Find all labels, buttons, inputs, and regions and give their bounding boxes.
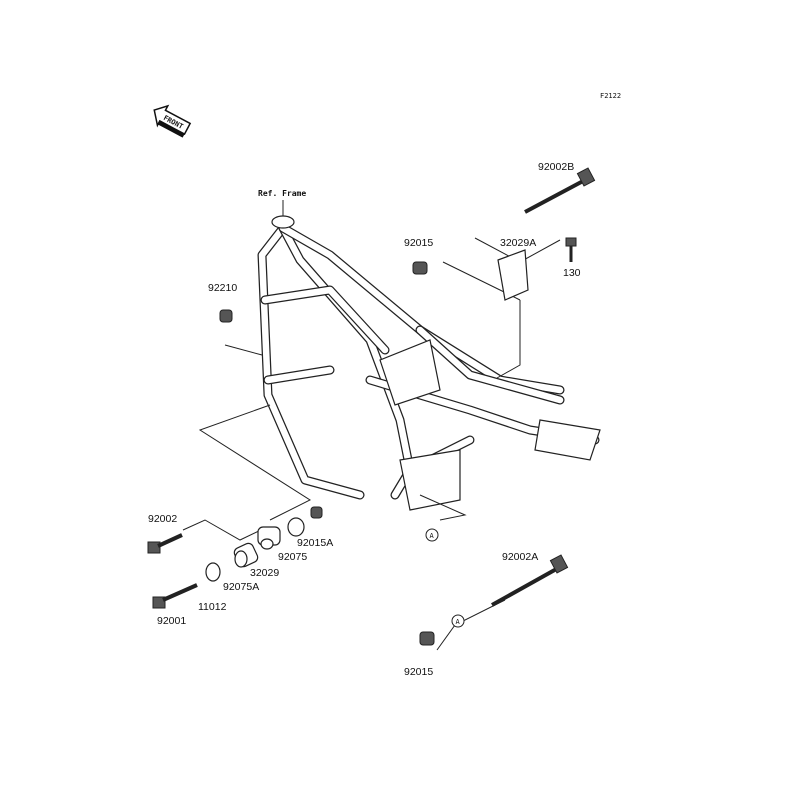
label-92075: 92075 [278,551,307,563]
ref-frame-label: Ref. Frame [258,189,306,198]
washer-11012 [205,562,221,582]
nut-92015-bottom [419,631,435,646]
label-92015A: 92015A [297,537,333,549]
diagram-code: F2122 [600,92,621,100]
ref-marker-a-frame-label: A [430,532,435,540]
label-92002B: 92002B [538,161,574,173]
bolt-92002B [524,167,596,214]
label-11012: 11012 [198,601,227,613]
ref-marker-a-bolt: A [451,614,465,628]
label-92002: 92002 [148,513,177,525]
label-92015-bottom: 92015 [404,666,433,678]
ref-marker-a-bolt-label: A [456,618,461,626]
bracket-32029A [497,249,529,301]
collar-92075A [233,542,259,568]
bolt-130 [565,237,577,262]
label-32029: 32029 [250,567,279,579]
motorcycle-frame [257,215,601,511]
label-32029A: 32029A [500,237,536,249]
label-92210: 92210 [208,282,237,294]
nut-92015A [310,506,323,519]
bolt-92001 [152,583,198,609]
bolt-92002 [147,533,183,554]
nut-92015-top [412,261,428,275]
collar-92075 [287,517,305,537]
label-92075A: 92075A [223,581,259,593]
leader-lines [182,237,561,651]
label-92001: 92001 [157,615,186,627]
ref-marker-a-frame: A [425,528,439,542]
front-arrow-icon: FRONT [153,104,192,138]
nut-92210 [219,309,233,323]
label-92015-top: 92015 [404,237,433,249]
bolt-92002A [491,554,569,607]
bracket-32029 [257,526,281,550]
label-92002A: 92002A [502,551,538,563]
label-130: 130 [563,267,581,279]
